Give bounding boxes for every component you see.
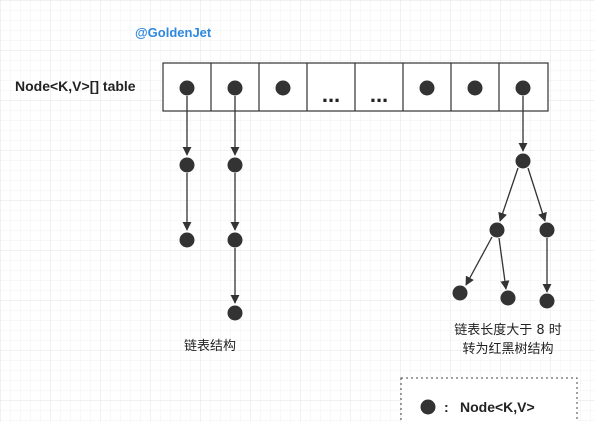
red-black-tree	[452, 96, 555, 309]
legend-box	[400, 377, 578, 422]
legend-separator: :	[444, 399, 449, 415]
bucket-node	[515, 80, 531, 96]
tree-node	[539, 222, 555, 238]
bucket-node	[419, 80, 435, 96]
linked-list-2	[227, 96, 243, 321]
watermark-text: @GoldenJet	[135, 25, 212, 40]
array-table: ... ...	[162, 62, 549, 112]
table-label: Node<K,V>[] table	[15, 78, 136, 94]
bucket-node	[179, 80, 195, 96]
list-node	[179, 157, 195, 173]
bucket-ellipsis: ...	[322, 82, 340, 107]
tree-arrow	[498, 167, 519, 222]
list-node	[227, 157, 243, 173]
tree-leaf-node	[500, 290, 516, 306]
bucket-node	[227, 80, 243, 96]
bucket-node	[467, 80, 483, 96]
bucket-node	[275, 80, 291, 96]
tree-node	[489, 222, 505, 238]
list-node	[179, 232, 195, 248]
list-node	[227, 232, 243, 248]
tree-root-node	[515, 153, 531, 169]
tree-arrow	[527, 167, 547, 222]
linked-list-caption: 链表结构	[184, 339, 236, 354]
legend: : Node<K,V>	[400, 377, 578, 422]
tree-leaf-node	[452, 285, 468, 301]
legend-label: Node<K,V>	[460, 399, 535, 415]
tree-caption-line-1: 链表长度大于 8 时	[454, 322, 562, 338]
bucket-ellipsis: ...	[370, 82, 388, 107]
list-node	[227, 305, 243, 321]
tree-arrow	[498, 237, 510, 290]
linked-list-1	[179, 96, 195, 248]
tree-caption-line-2: 转为红黑树结构	[462, 341, 553, 357]
legend-node-icon	[420, 399, 436, 415]
tree-leaf-node	[539, 293, 555, 309]
tree-arrow	[465, 236, 493, 286]
